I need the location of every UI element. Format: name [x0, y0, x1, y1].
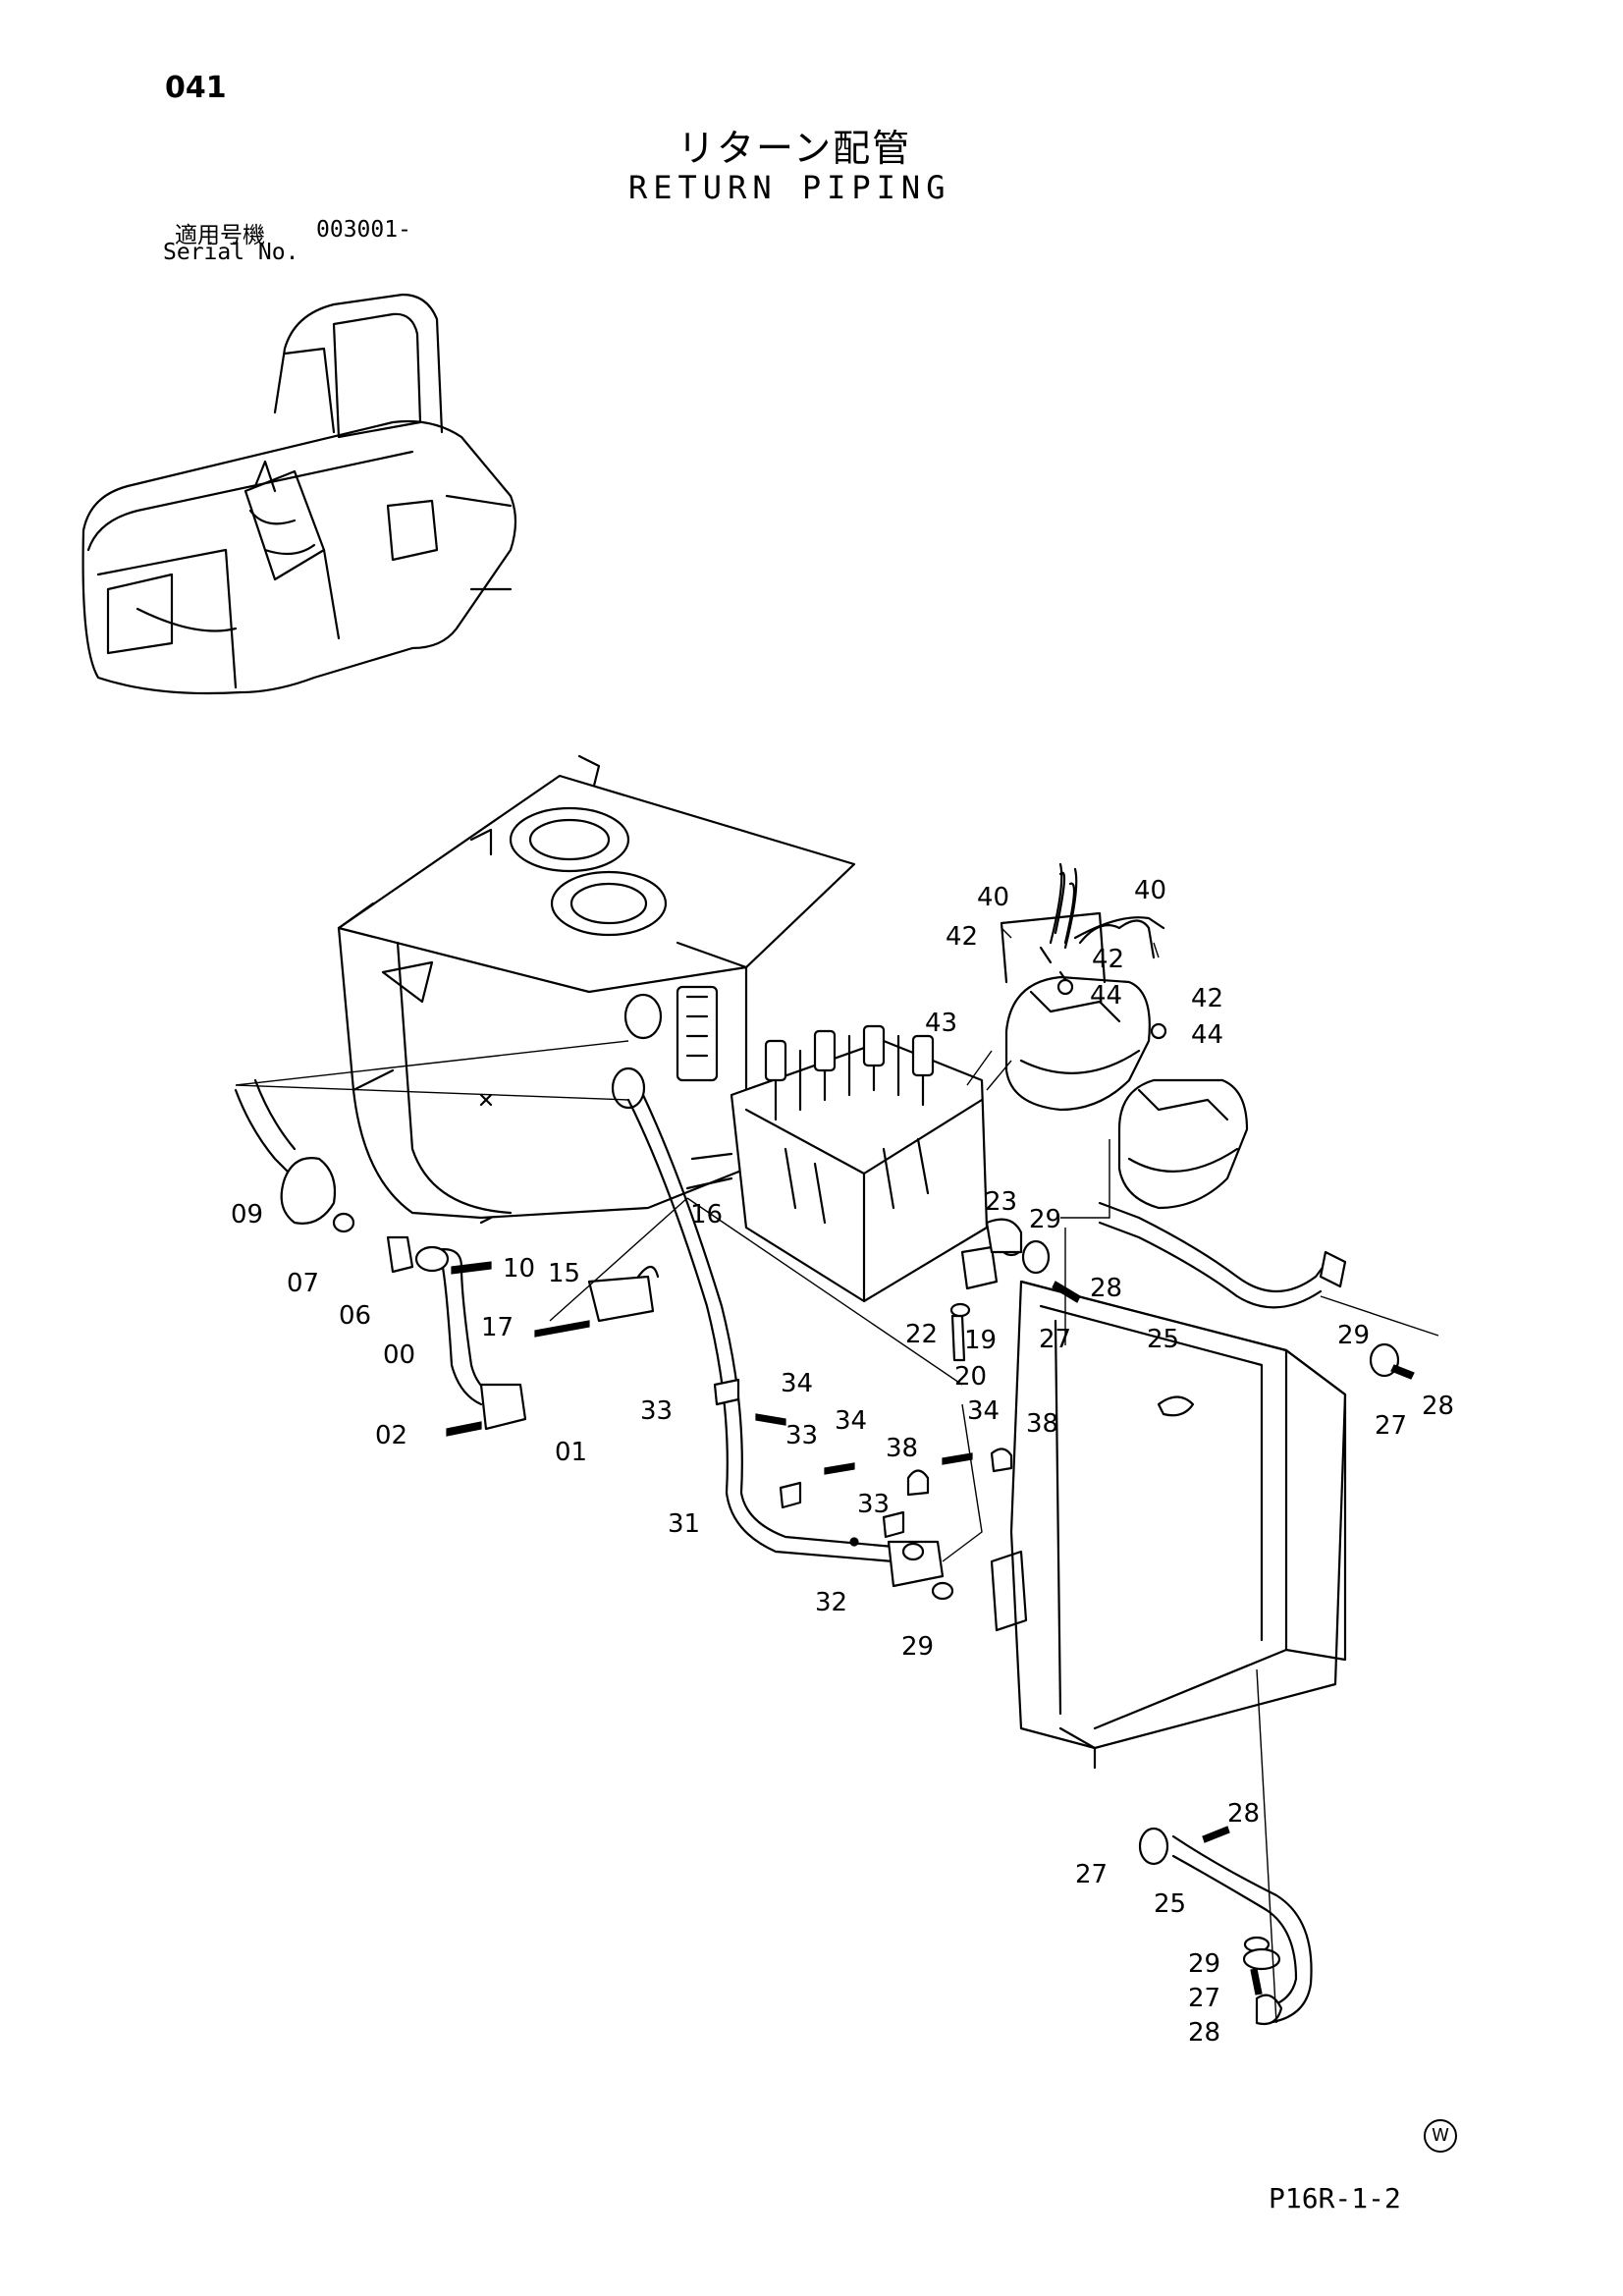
control-valve: [685, 1024, 989, 1303]
callout-28: 28: [1188, 2018, 1220, 2048]
callout-16: 16: [690, 1200, 723, 1230]
callout-27: 27: [1039, 1325, 1071, 1354]
callout-28: 28: [1422, 1392, 1454, 1421]
callout-34: 34: [835, 1406, 867, 1436]
callout-38: 38: [886, 1434, 918, 1463]
callout-01: 01: [555, 1438, 587, 1467]
callout-28: 28: [1090, 1274, 1122, 1303]
callout-06: 06: [339, 1301, 371, 1331]
callout-31: 31: [668, 1509, 700, 1539]
callout-25: 25: [1154, 1889, 1186, 1919]
callout-20: 20: [954, 1362, 987, 1392]
callout-labels: 40 40 42 42 44 42 44 43 09 07 06 00 10 1…: [231, 876, 1454, 2048]
callout-32: 32: [815, 1588, 847, 1617]
page-number: 041: [165, 71, 227, 105]
callout-42: 42: [1092, 945, 1124, 974]
callout-09: 09: [231, 1200, 263, 1230]
callout-27: 27: [1075, 1860, 1108, 1889]
w-marker: W: [1424, 2119, 1457, 2153]
callout-33: 33: [785, 1421, 818, 1450]
callout-34: 34: [967, 1396, 1000, 1426]
title-english: RETURN PIPING: [628, 169, 951, 206]
callout-44: 44: [1090, 981, 1122, 1011]
leader-lines: [235, 927, 1439, 2024]
callout-00: 00: [383, 1340, 415, 1370]
serial-number: 003001-: [316, 217, 411, 243]
callout-33: 33: [640, 1396, 673, 1426]
callout-27: 27: [1375, 1411, 1407, 1441]
callout-07: 07: [287, 1269, 319, 1298]
callout-22: 22: [905, 1320, 938, 1349]
callout-10: 10: [503, 1254, 535, 1284]
callout-15: 15: [548, 1259, 580, 1288]
callout-29: 29: [1188, 1949, 1220, 1979]
callout-23: 23: [985, 1187, 1017, 1217]
callout-40: 40: [1134, 876, 1166, 905]
callout-42: 42: [1191, 984, 1223, 1013]
hydraulic-oil-tank: [337, 754, 856, 1225]
serial-label-english: Serial No.: [163, 240, 299, 265]
callout-28: 28: [1227, 1799, 1260, 1829]
callout-29: 29: [1029, 1205, 1061, 1234]
callout-44: 44: [1191, 1020, 1223, 1050]
serial-label-japanese: 適用号機: [175, 223, 265, 248]
callout-02: 02: [375, 1421, 407, 1450]
callout-29: 29: [901, 1632, 934, 1662]
excavator-locator-sketch: [81, 293, 517, 695]
title-japanese: リターン配管: [677, 127, 912, 170]
callout-42: 42: [946, 922, 978, 952]
callout-38: 38: [1026, 1409, 1058, 1439]
callout-29: 29: [1337, 1321, 1370, 1350]
oil-cooler: [990, 1280, 1347, 1770]
callout-40: 40: [977, 883, 1009, 912]
callout-17: 17: [481, 1313, 514, 1342]
callout-33: 33: [857, 1490, 890, 1519]
callout-19: 19: [964, 1326, 997, 1355]
callout-43: 43: [925, 1009, 957, 1038]
callout-34: 34: [781, 1369, 813, 1398]
figure-code: P16R-1-2: [1269, 2182, 1401, 2214]
callout-27: 27: [1188, 1984, 1220, 2013]
motor-assemblies: [1000, 862, 1249, 1210]
callout-25: 25: [1147, 1325, 1179, 1354]
